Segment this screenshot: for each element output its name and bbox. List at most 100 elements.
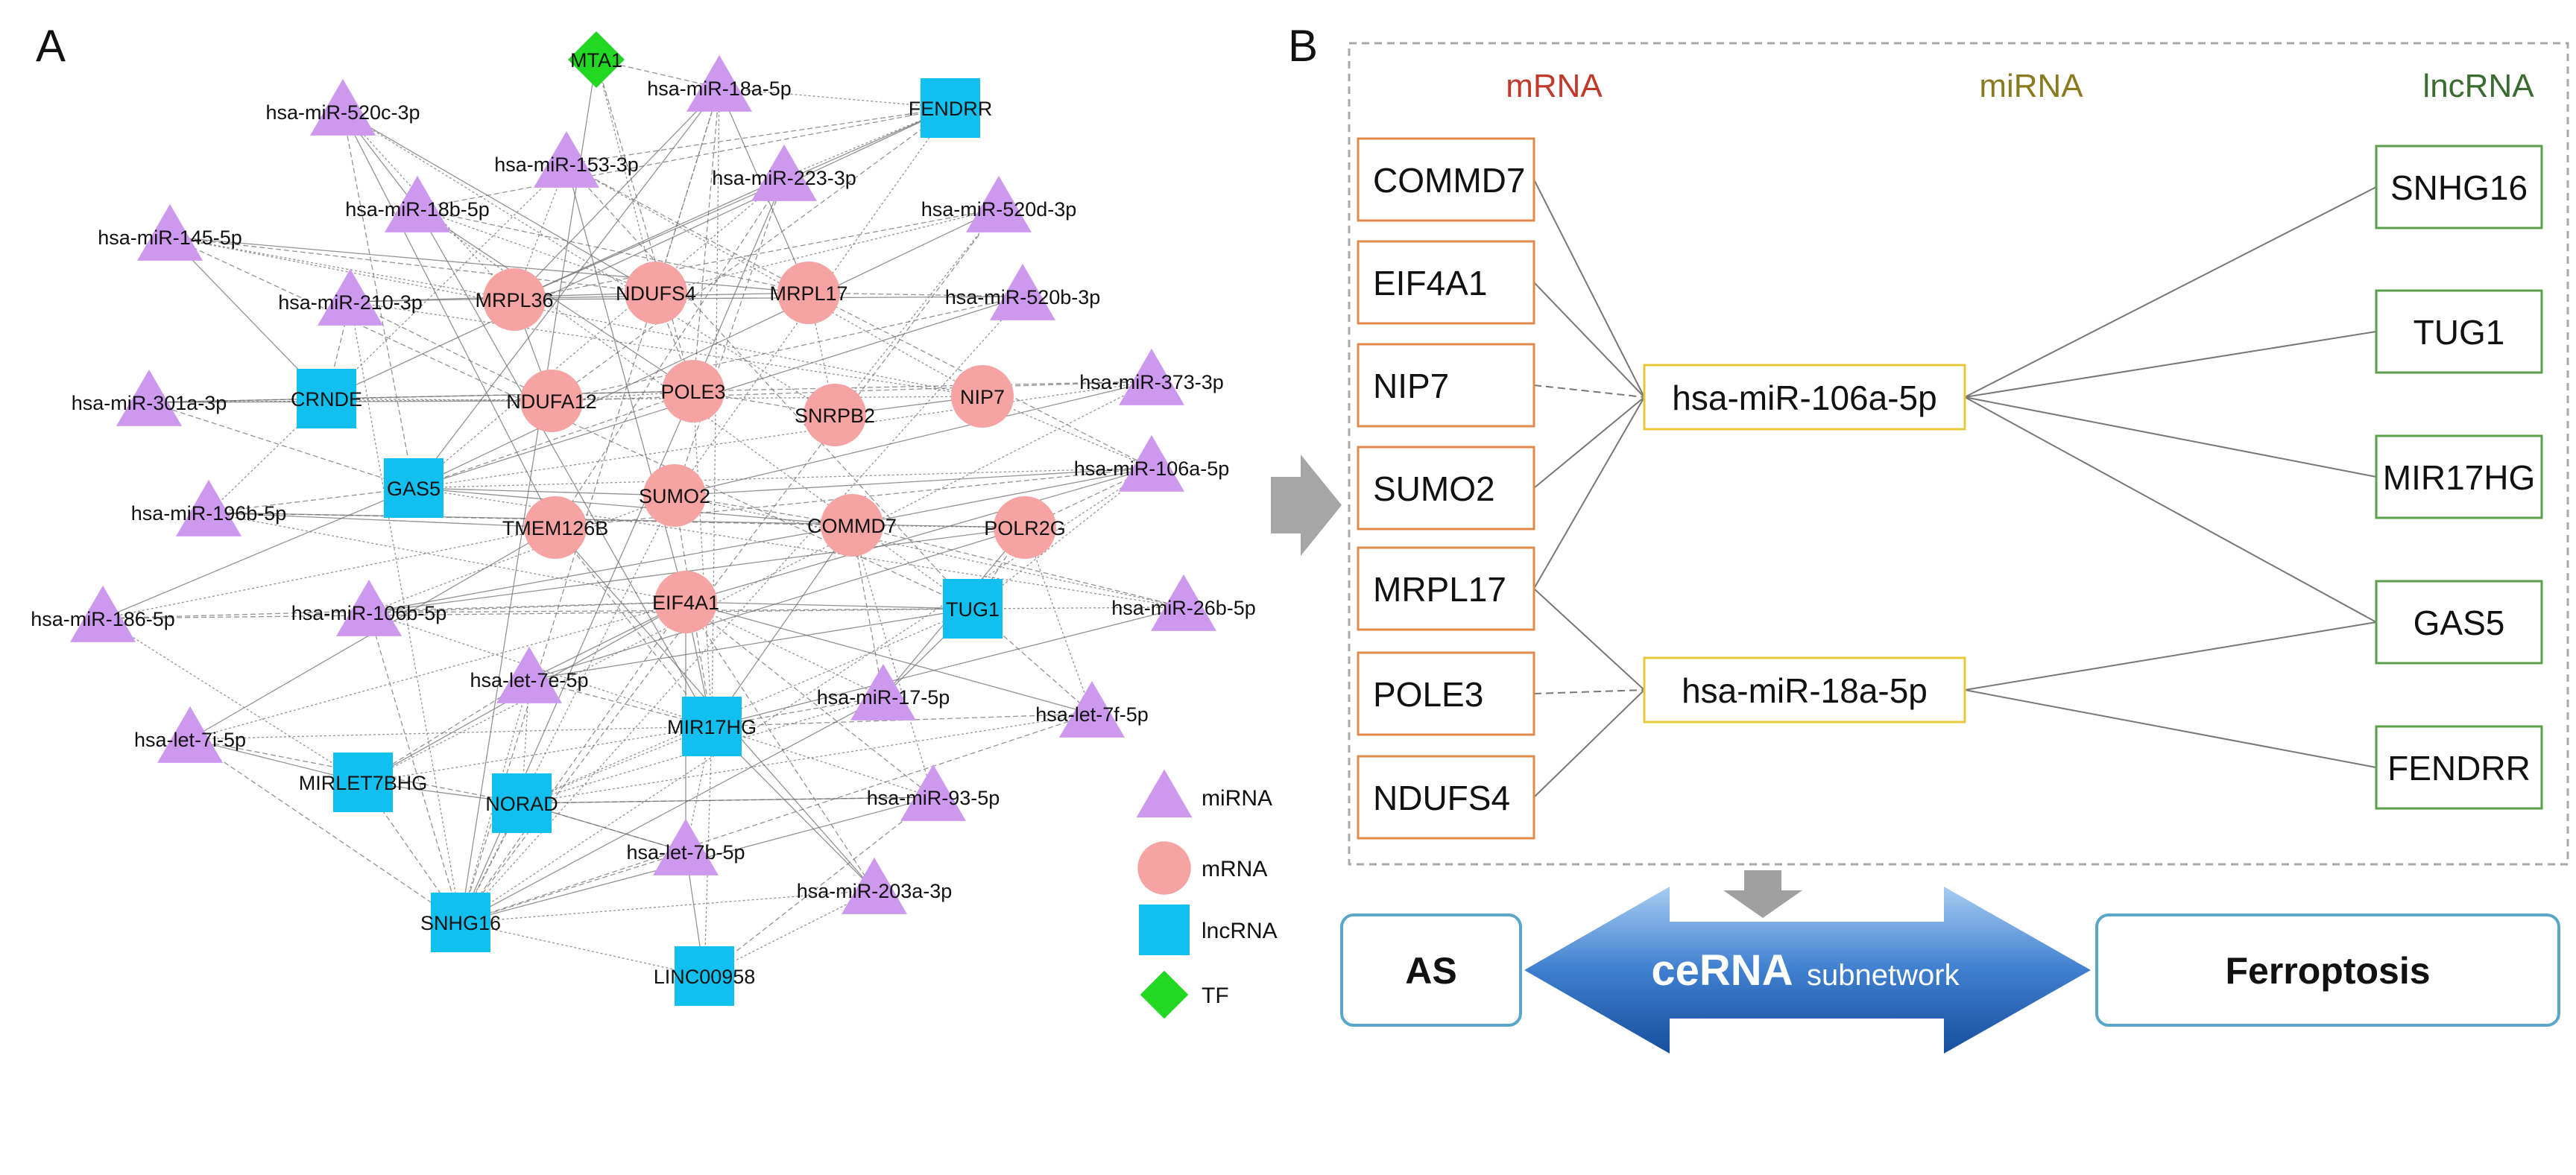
node-snhg16: SNHG16	[420, 893, 501, 952]
edge-hsa-mir-106a-5p-eif4a1	[685, 467, 1152, 603]
lncrna-label-mir17hg: MIR17HG	[2383, 458, 2535, 497]
node-label-hsa-let-7b-5p: hsa-let-7b-5p	[626, 841, 745, 864]
cerna-subnetwork-arrow	[1524, 887, 2091, 1054]
node-shape-mirna	[966, 175, 1032, 232]
edge-hsa-mir-520c-3p-tmem126b	[342, 111, 556, 528]
edge-hsa-mir-301a-3p-gas5	[148, 402, 414, 489]
edge-hsa-mir-520b-3p-mrpl17	[808, 292, 1023, 297]
edge-mir17hg-commd7	[711, 525, 853, 727]
edge-hsa-mir-520d-3p-snrpb2	[834, 208, 1000, 416]
legend-shape-mirna	[1136, 769, 1193, 818]
node-label-polr2g: POLR2G	[984, 517, 1066, 539]
node-label-nip7: NIP7	[960, 386, 1005, 408]
legend-shape-tf	[1140, 970, 1189, 1019]
node-hsa-mir-26b-5p: hsa-miR-26b-5p	[1111, 574, 1256, 631]
lncrna-label-snhg16: SNHG16	[2390, 168, 2528, 207]
node-shape-lncrna	[431, 893, 490, 952]
node-shape-mrna	[777, 262, 840, 324]
edge-crnde-ndufa12	[326, 398, 552, 402]
lncrna-box-gas5	[2375, 580, 2543, 665]
node-shape-lncrna	[675, 946, 734, 1006]
node-label-linc00958: LINC00958	[654, 966, 756, 988]
node-norad: NORAD	[485, 773, 558, 833]
node-label-snrpb2: SNRPB2	[795, 405, 875, 427]
node-polr2g: POLR2G	[984, 496, 1066, 559]
edge-hsa-mir-145-5p-nip7	[169, 236, 983, 397]
node-shape-mirna	[1119, 348, 1184, 405]
edge-hsa-mir-196b-5p-eif4a1	[208, 512, 686, 603]
link-eif4a1-hsa-mir-106a-5p	[1533, 282, 1645, 398]
node-hsa-mir-196b-5p: hsa-miR-196b-5p	[131, 479, 287, 536]
link-ndufs4-hsa-mir-18a-5p	[1533, 689, 1645, 798]
node-label-gas5: GAS5	[387, 478, 441, 500]
node-label-ndufa12: NDUFA12	[506, 390, 597, 413]
lncrna-box-mir17hg	[2375, 434, 2543, 519]
node-label-hsa-mir-203a-3p: hsa-miR-203a-3p	[797, 880, 953, 902]
as-box	[1340, 913, 1522, 1027]
node-label-commd7: COMMD7	[807, 515, 897, 537]
edge-snhg16-linc00958	[460, 922, 705, 977]
edge-tug1-hsa-mir-26b-5p	[972, 606, 1184, 609]
node-label-snhg16: SNHG16	[420, 912, 501, 934]
edge-hsa-mir-17-5p-commd7	[851, 525, 884, 697]
node-hsa-mir-373-3p: hsa-miR-373-3p	[1079, 348, 1224, 405]
cerna-frame	[1348, 42, 2569, 866]
panel-b-label: B	[1288, 21, 1318, 71]
mrna-box-pole3	[1357, 651, 1535, 736]
mrna-label-mrpl17: MRPL17	[1373, 570, 1506, 609]
node-label-mir17hg: MIR17HG	[667, 716, 757, 738]
edge-hsa-mir-18a-5p-pole3	[692, 87, 720, 392]
edge-mta1-pole3	[596, 59, 694, 392]
edge-hsa-mir-210-3p-mrpl17	[350, 292, 809, 303]
edge-hsa-mir-210-3p-ndufa12	[350, 301, 552, 402]
edge-fendrr-hsa-mir-153-3p	[566, 107, 951, 165]
node-label-hsa-mir-196b-5p: hsa-miR-196b-5p	[131, 502, 287, 525]
mrna-label-ndufs4: NDUFS4	[1373, 779, 1510, 817]
node-shape-mirna	[318, 268, 383, 326]
edge-hsa-mir-93-5p-mir17hg	[711, 726, 934, 798]
edge-hsa-mir-520b-3p-snhg16	[460, 296, 1023, 923]
edge-hsa-mir-106b-5p-eif4a1	[368, 601, 686, 613]
mrna-box-sumo2	[1357, 446, 1535, 531]
edge-tug1-eif4a1	[685, 601, 973, 609]
node-label-pole3: POLE3	[660, 381, 725, 403]
legend-shape-lncrna	[1139, 905, 1190, 955]
node-label-tmem126b: TMEM126B	[502, 517, 609, 539]
node-hsa-mir-153-3p: hsa-miR-153-3p	[494, 130, 639, 188]
node-label-hsa-mir-17-5p: hsa-miR-17-5p	[817, 686, 950, 709]
legend-label-lncrna: lncRNA	[1202, 919, 1278, 943]
edge-hsa-mir-93-5p-eif4a1	[685, 601, 934, 798]
mrna-label-nip7: NIP7	[1373, 367, 1449, 405]
edge-hsa-mir-223-3p-mrpl36	[514, 177, 785, 300]
edge-hsa-let-7b-5p-snhg16	[460, 851, 686, 923]
link-mrpl17-hsa-mir-18a-5p	[1533, 588, 1645, 691]
edge-hsa-mir-18a-5p-gas5	[413, 87, 720, 489]
edge-hsa-mir-18b-5p-mrpl17	[417, 208, 809, 294]
node-hsa-let-7f-5p: hsa-let-7f-5p	[1035, 680, 1149, 738]
node-shape-mrna	[654, 571, 717, 633]
edge-hsa-mir-26b-5p-sumo2	[674, 495, 1184, 608]
node-label-hsa-mir-373-3p: hsa-miR-373-3p	[1079, 371, 1224, 393]
edge-fendrr-hsa-mir-18b-5p	[417, 107, 951, 209]
legend-item-mrna: mRNA	[1137, 841, 1267, 895]
header-lncrna: lncRNA	[2422, 68, 2534, 104]
node-fendrr: FENDRR	[909, 78, 992, 138]
node-mrpl36: MRPL36	[475, 268, 554, 331]
edge-hsa-let-7f-5p-snhg16	[460, 713, 1093, 923]
legend-item-mirna: miRNA	[1136, 769, 1272, 818]
edge-hsa-mir-18b-5p-ndufs4	[417, 208, 657, 294]
node-shape-mirna	[653, 818, 719, 875]
edge-hsa-mir-18a-5p-fendrr	[719, 87, 951, 109]
node-shape-lncrna	[921, 78, 980, 138]
node-shape-tf	[568, 31, 625, 88]
edge-hsa-mir-223-3p-sumo2	[674, 177, 785, 496]
node-shape-lncrna	[682, 697, 742, 756]
node-shape-mrna	[951, 365, 1014, 428]
node-shape-mirna	[176, 479, 242, 536]
node-label-hsa-mir-520d-3p: hsa-miR-520d-3p	[921, 198, 1077, 221]
link-hsa-mir-106a-5p-mir17hg	[1964, 396, 2377, 478]
node-hsa-mir-210-3p: hsa-miR-210-3p	[278, 268, 423, 326]
node-label-hsa-mir-18a-5p: hsa-miR-18a-5p	[647, 77, 792, 100]
